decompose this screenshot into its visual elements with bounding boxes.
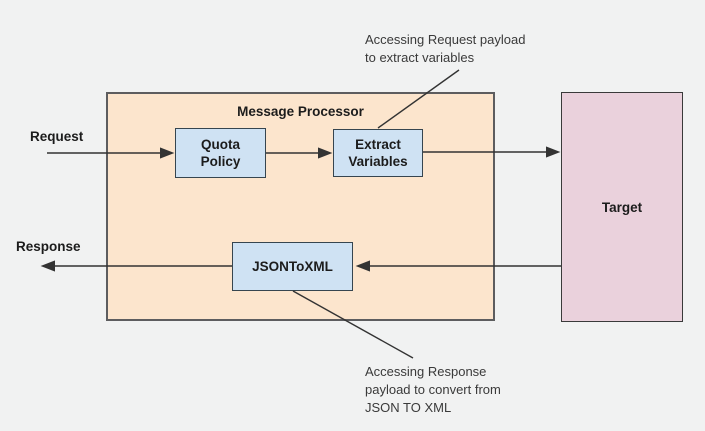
node-jsontoxml: JSONToXML — [232, 242, 353, 291]
quota-policy-label: Quota Policy — [200, 137, 241, 169]
target-label: Target — [601, 199, 643, 215]
node-target: Target — [561, 92, 683, 322]
message-processor-title: Message Processor — [237, 104, 364, 119]
node-quota-policy: Quota Policy — [175, 128, 266, 178]
response-label: Response — [16, 239, 81, 254]
annotation-response-payload: Accessing Response payload to convert fr… — [365, 364, 501, 415]
request-label: Request — [30, 129, 84, 144]
node-extract-variables: Extract Variables — [333, 129, 423, 177]
jsontoxml-label: JSONToXML — [252, 259, 333, 274]
extract-variables-label: Extract Variables — [348, 137, 408, 169]
annotation-request-payload: Accessing Request payload to extract var… — [365, 32, 526, 65]
